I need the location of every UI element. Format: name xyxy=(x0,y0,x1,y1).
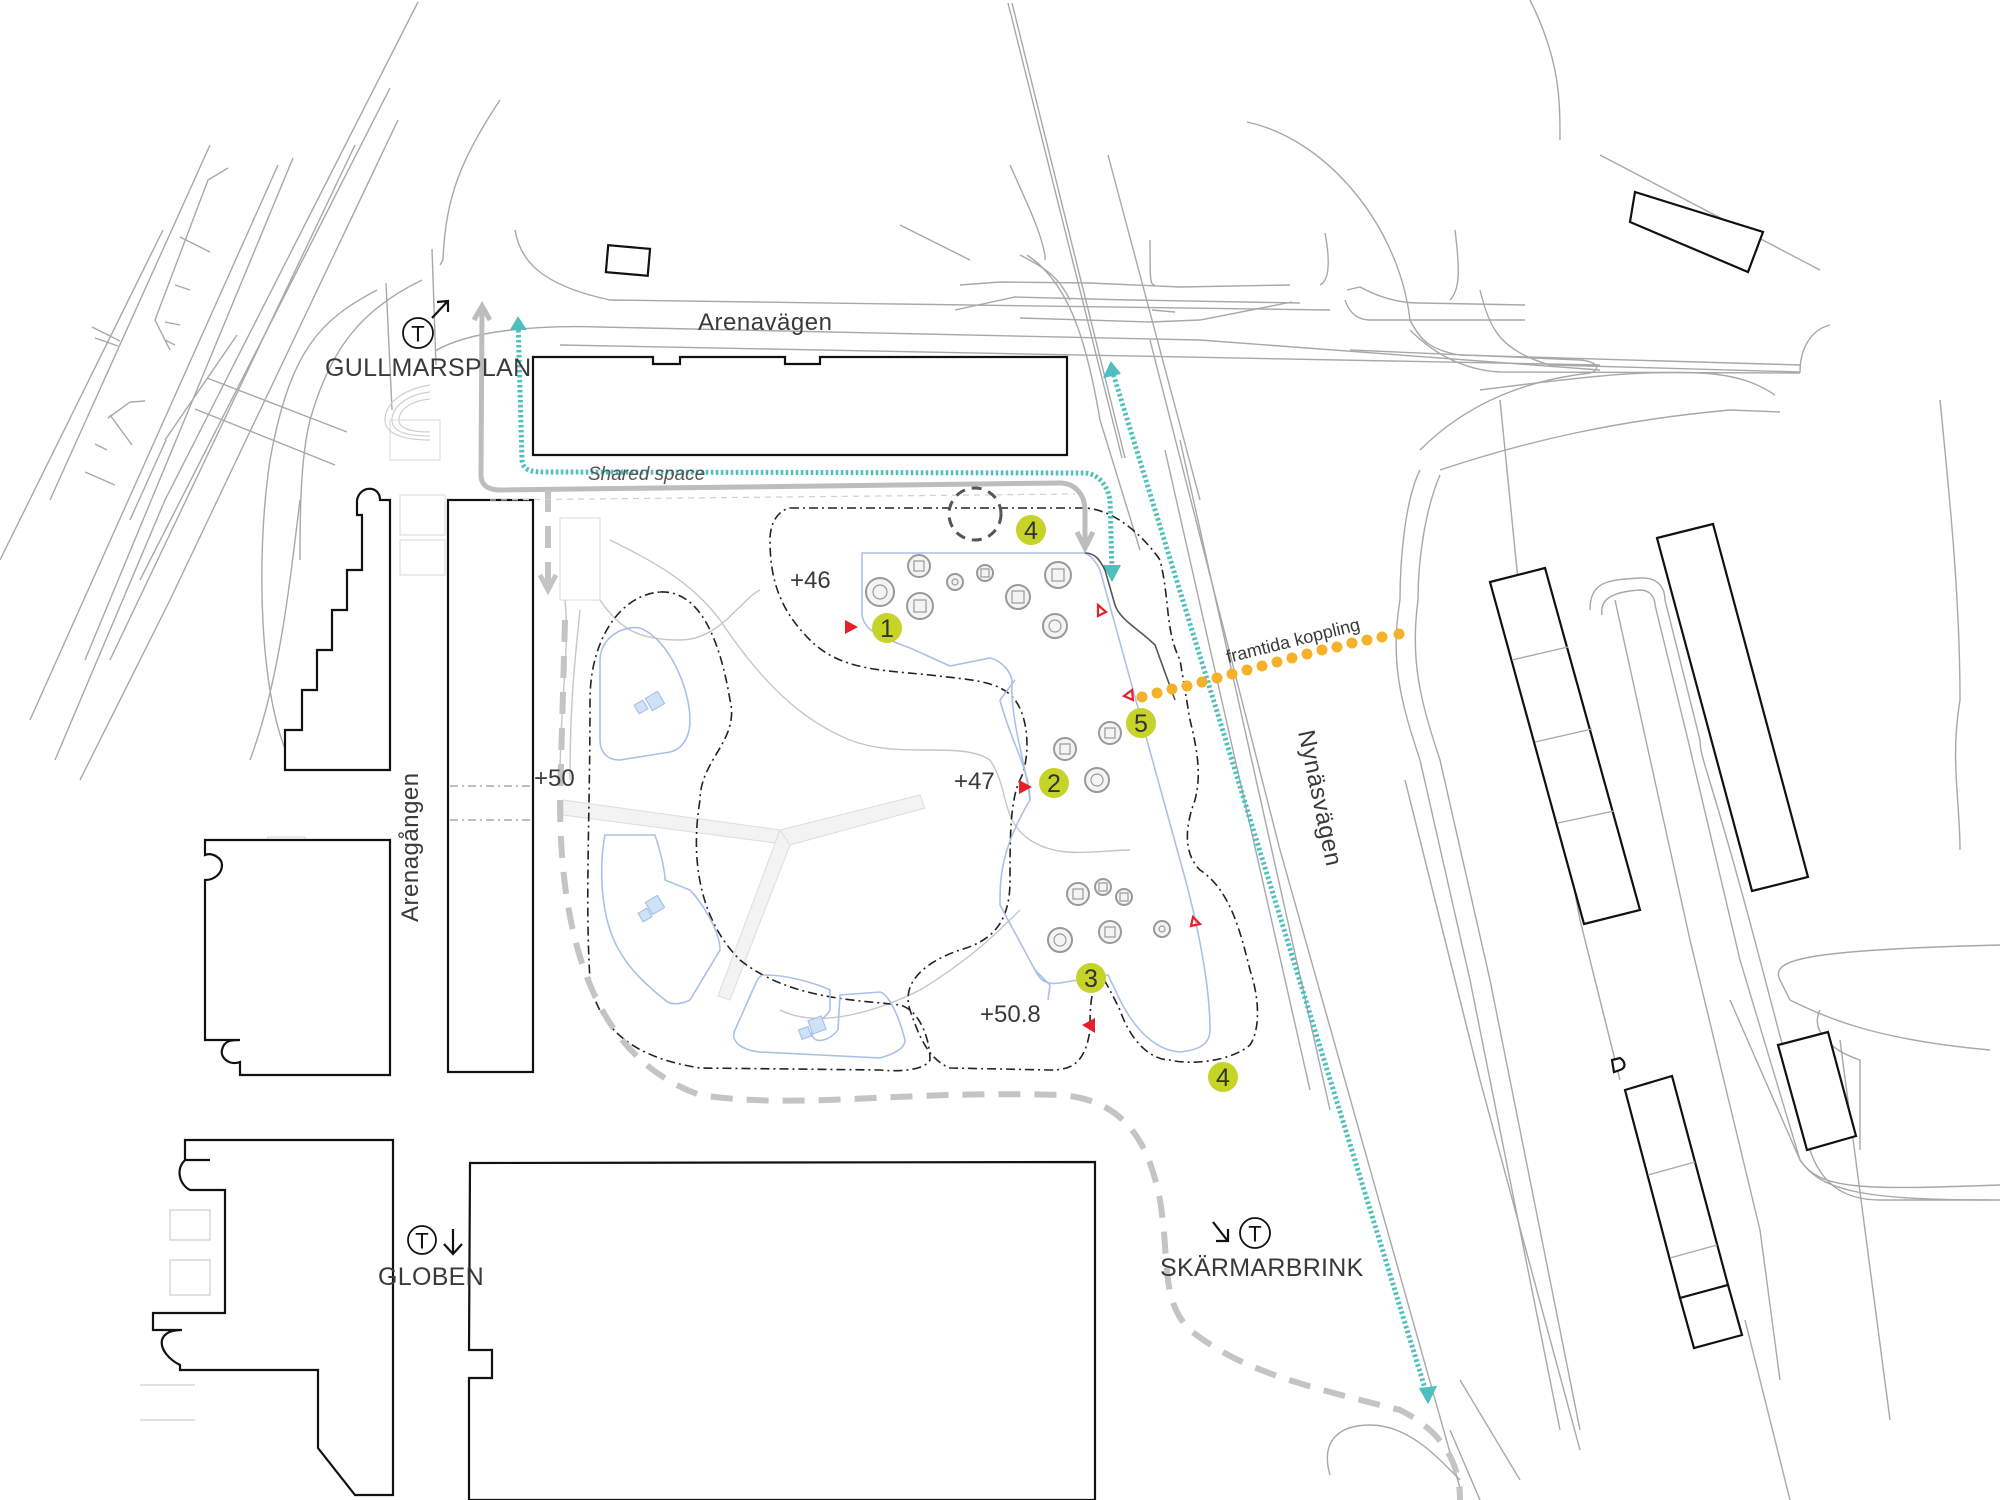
roads-gullmarsplan xyxy=(249,99,601,761)
building-small-d xyxy=(1610,1056,1626,1074)
pond-3 xyxy=(807,1015,827,1035)
svg-text:T: T xyxy=(415,1229,428,1254)
play-equipment xyxy=(865,554,1171,953)
marker-label: 4 xyxy=(1216,1064,1230,1092)
future-link-dots xyxy=(1136,628,1405,703)
building-east-small xyxy=(1776,1030,1858,1152)
elevation-50: +50 xyxy=(534,765,575,792)
svg-text:T: T xyxy=(411,322,424,347)
cycle-route-west xyxy=(515,319,1115,571)
numbered-markers: 1 2 3 4 4 5 xyxy=(872,515,1238,1092)
elevation-labels: +46 +47 +50 +50.8 xyxy=(534,567,1041,1028)
zone-park-loop xyxy=(586,591,931,1072)
entrance-markers xyxy=(845,602,1203,1033)
play-landscape xyxy=(599,552,1211,1059)
station-label: GULLMARSPLAN xyxy=(325,354,531,382)
entrance-arrow-icon xyxy=(1082,1018,1095,1033)
arrow-down-icon xyxy=(443,1229,463,1256)
metro-t-icon xyxy=(402,317,434,349)
marker-4-south[interactable]: 4 xyxy=(1208,1062,1238,1092)
street-label-arenavagen: Arenavägen xyxy=(698,309,832,336)
roads-right-housing xyxy=(1326,399,2000,1500)
amphitheatre-stairs xyxy=(384,384,431,441)
arrow-northeast-icon xyxy=(431,299,450,319)
marker-2[interactable]: 2 xyxy=(1039,768,1069,798)
station-gullmarsplan[interactable]: T GULLMARSPLAN xyxy=(325,299,531,382)
entrance-outline-icon xyxy=(1096,602,1108,618)
boardwalk-path xyxy=(562,794,926,846)
marker-label: 4 xyxy=(1024,517,1038,545)
seat-cluster-middle xyxy=(1053,721,1122,793)
building-northeast xyxy=(1628,190,1765,274)
marker-4-north[interactable]: 4 xyxy=(1016,515,1046,545)
seat-cluster-lower xyxy=(1047,878,1171,953)
pond-2 xyxy=(644,894,666,916)
entrance-outline-icon xyxy=(1121,687,1135,702)
drop-off-circle xyxy=(947,486,1003,542)
building-east-row-2 xyxy=(1655,522,1810,893)
svg-text:T: T xyxy=(1248,1222,1261,1247)
metro-t-icon xyxy=(407,1225,437,1255)
building-globen-arena xyxy=(467,1160,1097,1500)
marker-label: 2 xyxy=(1047,770,1061,798)
arenavagen-road xyxy=(514,164,1601,371)
building-stepped xyxy=(283,487,392,772)
marker-label: 5 xyxy=(1134,710,1148,738)
rail-and-roads-top-center xyxy=(1007,2,1801,551)
pond-edge-1 xyxy=(599,626,691,761)
entrance-outline-icon xyxy=(1189,914,1203,928)
station-labels: T GULLMARSPLAN T GLOBEN T SKÄRMARBRINK xyxy=(325,299,1364,1291)
railway-lines-left xyxy=(0,1,419,781)
marker-label: 3 xyxy=(1084,965,1098,993)
cycle-route-nynasvagen xyxy=(1109,369,1431,1399)
building-southwest xyxy=(151,1138,395,1497)
water-edge-upper xyxy=(861,552,1211,1053)
building-east-row-3b xyxy=(1678,1283,1744,1350)
station-label: GLOBEN xyxy=(378,1263,484,1291)
zone-boundaries xyxy=(586,507,1259,1072)
roads-top-right xyxy=(1349,0,1831,471)
pedestrian-loop-south xyxy=(556,619,1463,1500)
entrance-arrow-icon xyxy=(1019,780,1032,794)
building-east-row-3 xyxy=(1623,1074,1730,1300)
marker-3[interactable]: 3 xyxy=(1076,963,1106,993)
entrance-arrow-icon xyxy=(845,620,858,634)
marker-1[interactable]: 1 xyxy=(872,613,902,643)
elevation-46: +46 xyxy=(790,567,831,594)
routes xyxy=(471,300,1463,1500)
street-label-arenagangen: Arenagången xyxy=(397,772,424,922)
elevation-47: +47 xyxy=(954,768,995,795)
building-east-row-1 xyxy=(1488,566,1642,926)
pond-1 xyxy=(644,690,666,712)
grass-paths xyxy=(140,419,1131,1421)
station-globen[interactable]: T GLOBEN xyxy=(378,1225,484,1291)
arrow-southeast-icon xyxy=(1212,1221,1230,1243)
street-label-nynasvagen: Nynäsvägen xyxy=(1292,728,1347,869)
seat-cluster-upper xyxy=(865,554,1072,639)
pond-edge-2 xyxy=(600,834,721,1005)
car-route-arrow xyxy=(478,309,1088,545)
station-label: SKÄRMARBRINK xyxy=(1160,1254,1364,1282)
zone-upper-terrace xyxy=(769,507,1259,1071)
pond-edge-3 xyxy=(733,974,906,1059)
boardwalk-path-diagonal xyxy=(717,828,791,1001)
metro-t-icon xyxy=(1239,1217,1271,1249)
station-skarmarbrink[interactable]: T SKÄRMARBRINK xyxy=(1160,1217,1364,1282)
building-arenavagen-block xyxy=(531,355,1069,457)
building-small-north xyxy=(604,244,652,277)
marker-label: 1 xyxy=(880,615,894,643)
roads-nynasvagen xyxy=(1149,339,1581,1500)
shared-space-label: Shared space xyxy=(588,464,705,485)
building-west-lower xyxy=(203,838,392,1077)
buildings xyxy=(151,190,1858,1500)
marker-5[interactable]: 5 xyxy=(1126,708,1156,738)
elevation-50-8: +50.8 xyxy=(980,1001,1041,1028)
